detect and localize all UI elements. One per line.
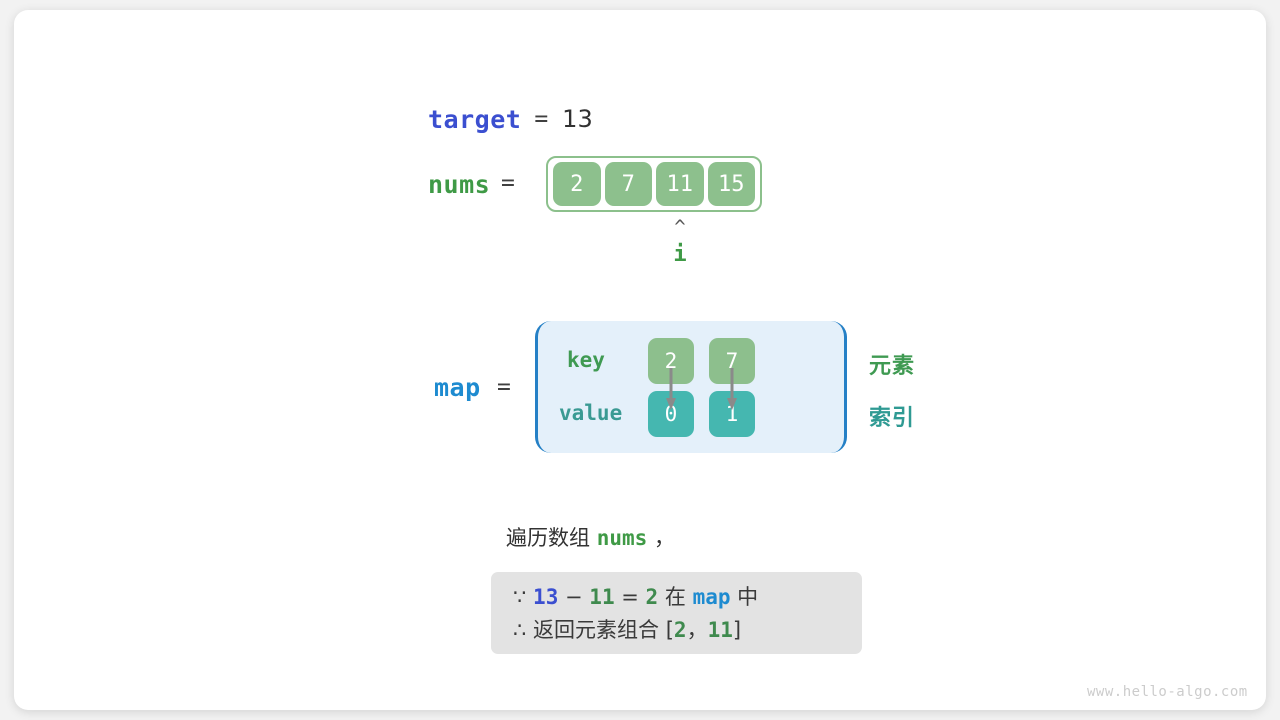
map-equals-sign: =: [497, 374, 511, 400]
note-equals: =: [614, 585, 646, 609]
target-row: target = 13: [428, 102, 593, 136]
therefore-symbol: ∴: [513, 618, 534, 642]
array-cell: 15: [707, 162, 755, 206]
map-value-label: value: [559, 401, 623, 425]
note-result-b: 11: [707, 618, 733, 642]
pointer-label-i: i: [673, 242, 687, 267]
note-result-a: 2: [673, 618, 687, 642]
note-map-word: map: [692, 585, 731, 609]
note-line-1: ∵ 13 − 11 = 2 在 map 中: [513, 581, 840, 614]
note-in-text: 在: [658, 585, 693, 609]
note-complement-value: 2: [645, 585, 659, 609]
map-key-annotation: 元素: [869, 354, 916, 379]
target-label: target: [428, 104, 522, 134]
array-cell: 7: [604, 162, 652, 206]
note-current-value: 11: [589, 585, 615, 609]
because-symbol: ∵: [513, 585, 534, 609]
note-result-close: ]: [732, 618, 742, 642]
note-line-2: ∴ 返回元素组合 [2，11]: [513, 614, 840, 647]
caption-code: nums: [596, 526, 648, 550]
target-value: 13: [562, 105, 593, 133]
key-to-value-arrow-icon: [727, 368, 737, 410]
key-to-value-arrow-icon: [666, 368, 676, 410]
map-key-label: key: [567, 348, 605, 372]
target-equals-sign: =: [534, 106, 549, 132]
caption-text: 遍历数组 nums ，: [506, 522, 675, 552]
map-value-cell: 0: [648, 391, 694, 437]
array-container: 2 7 11 15: [546, 156, 762, 212]
caption-suffix: ，: [647, 526, 675, 550]
map-value-annotation: 索引: [869, 406, 916, 431]
note-box: ∵ 13 − 11 = 2 在 map 中 ∴ 返回元素组合 [2，11]: [491, 572, 862, 654]
nums-equals-sign: =: [501, 170, 515, 196]
array-cell: 2: [553, 162, 601, 206]
note-minus: −: [558, 585, 590, 609]
note-result-comma: ，: [686, 618, 708, 642]
nums-label: nums: [428, 170, 491, 199]
map-label: map: [434, 373, 481, 402]
pointer-caret-icon: ^: [674, 216, 686, 238]
caption-prefix: 遍历数组: [506, 526, 597, 550]
note-result-text: 返回元素组合 [: [533, 618, 674, 642]
note-tail-text: 中: [730, 585, 759, 609]
watermark: www.hello-algo.com: [1087, 684, 1248, 700]
array-cell: 11: [656, 162, 704, 206]
figure-card: target = 13 nums = 2 7 11 15 ^ i map = k…: [14, 10, 1266, 710]
note-target-value: 13: [533, 585, 559, 609]
